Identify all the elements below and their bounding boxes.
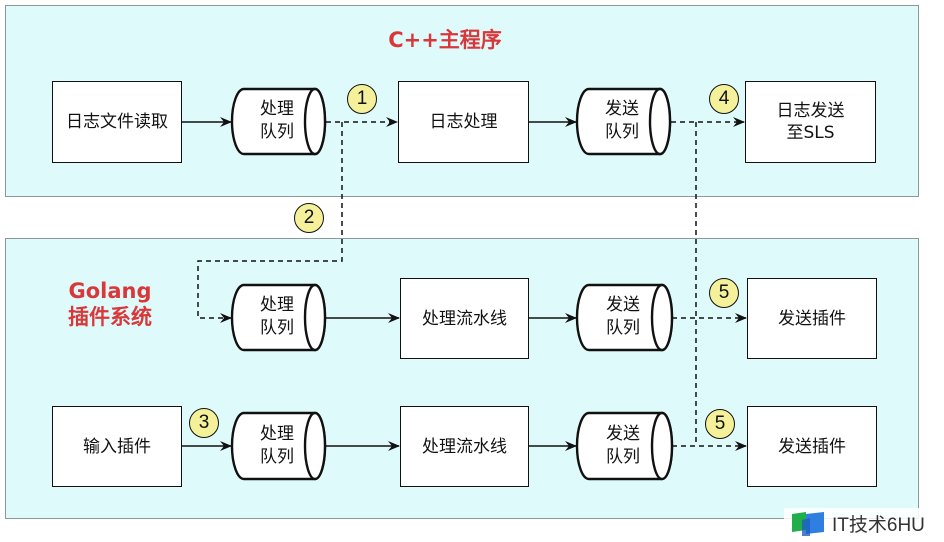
step-badge-3: 3 [189,408,219,438]
cylinder-go2-process-queue [230,411,327,481]
watermark: IT技术6HU [784,508,931,538]
log-process-node: 日志处理 [398,81,529,163]
log-send-sls-node: 日志发送 至SLS [745,81,876,163]
go2-process-queue-label: 处理 队列 [260,424,294,467]
go2-pipeline-node: 处理流水线 [400,406,529,487]
book-logo-icon [792,512,824,536]
go1-send-queue-label: 发送 队列 [606,295,640,338]
go2-send-plugin-node: 发送插件 [747,406,877,487]
go1-send-plugin-node: 发送插件 [747,278,877,359]
cpp-process-queue-label: 处理 队列 [260,99,294,142]
cpp-send-queue-label: 发送 队列 [605,99,639,142]
go2-send-queue-label: 发送 队列 [606,424,640,467]
input-plugin-node: 输入插件 [52,406,182,487]
watermark-text: IT技术6HU [832,514,925,536]
step-badge-5a: 5 [709,278,739,308]
go1-pipeline-node: 处理流水线 [400,278,529,359]
go1-process-queue-label: 处理 队列 [260,295,294,338]
step-badge-5b: 5 [705,409,735,439]
cylinder-go1-send-queue [575,283,674,352]
dashed-path-2 [197,122,343,323]
cylinder-cpp-send-queue [575,87,672,156]
cylinder-go2-send-queue [575,411,674,481]
step-badge-2: 2 [294,203,324,233]
cylinder-cpp-process-queue [230,87,327,156]
step-badge-4: 4 [709,84,739,114]
cylinder-go1-process-queue [230,283,327,352]
step-badge-1: 1 [347,84,377,114]
cpp-panel-title: C++主程序 [388,28,502,52]
log-file-read-node: 日志文件读取 [52,81,182,163]
golang-panel-title: Golang 插件系统 [68,279,152,329]
